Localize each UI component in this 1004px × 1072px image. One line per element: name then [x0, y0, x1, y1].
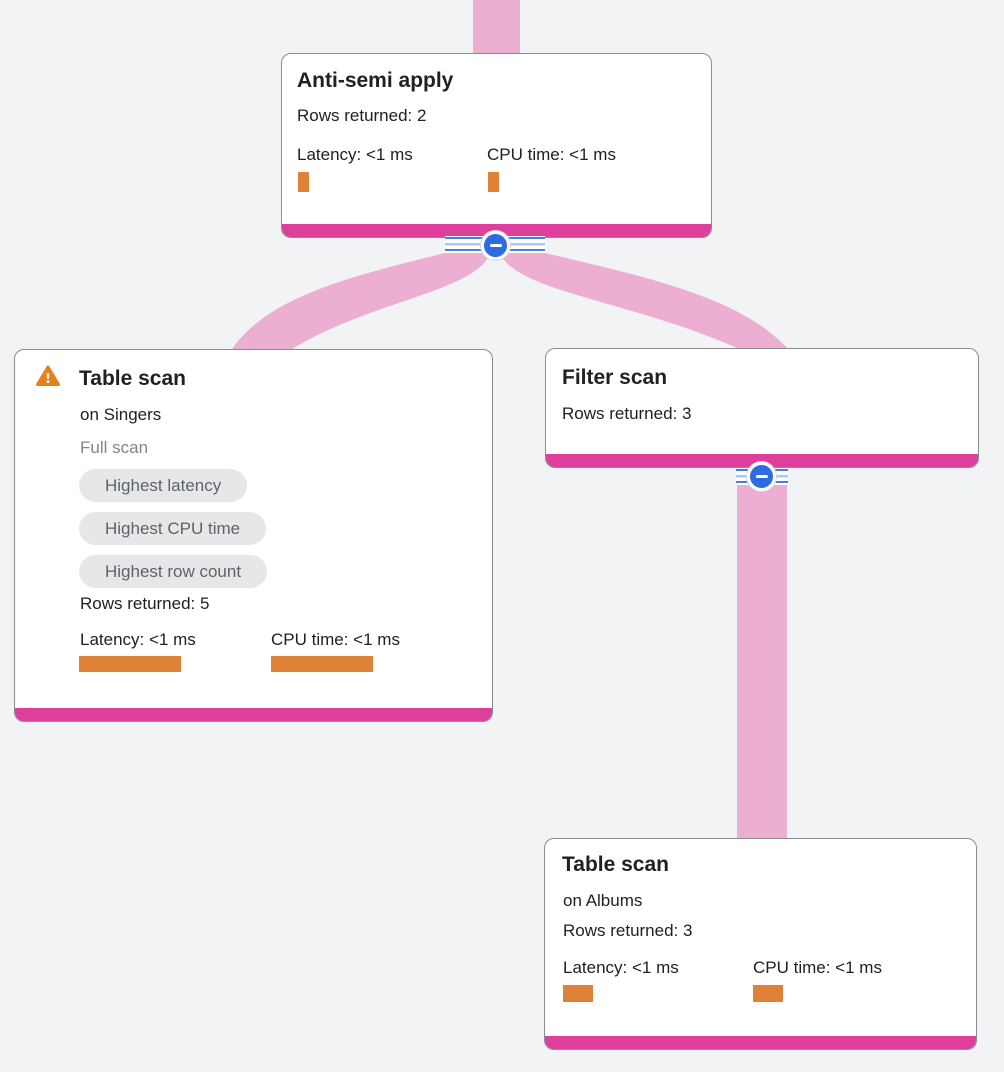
node-accent-bar	[545, 1036, 976, 1049]
cpu-time-bar	[271, 656, 373, 672]
edge-filter-scan-to-table-scan-albums	[737, 478, 787, 840]
rows-returned-label: Rows returned: 3	[562, 404, 692, 423]
node-accent-bar	[546, 454, 978, 467]
node-table-scan-albums[interactable]: Table scan on Albums Rows returned: 3 La…	[544, 838, 977, 1050]
rows-returned-label: Rows returned: 5	[80, 594, 210, 613]
node-table-scan-singers[interactable]: Table scan on Singers Full scan Highest …	[14, 349, 493, 722]
node-accent-bar	[15, 708, 492, 721]
edge-root-to-anti-semi-apply	[473, 0, 520, 55]
collapse-minus-icon	[489, 244, 502, 247]
collapse-button-filter-scan[interactable]	[747, 462, 776, 491]
latency-bar	[298, 172, 309, 192]
scan-target-label: on Singers	[80, 405, 162, 424]
cpu-time-label: CPU time: <1 ms	[487, 145, 616, 164]
cpu-time-label: CPU time: <1 ms	[271, 630, 400, 649]
collapse-minus-icon	[755, 475, 768, 478]
edge-anti-semi-apply-to-filter-scan	[499, 252, 787, 348]
scan-mode-label: Full scan	[80, 438, 149, 457]
node-title: Table scan	[79, 367, 186, 390]
node-title: Table scan	[562, 853, 669, 876]
badge-highest-latency: Highest latency	[79, 469, 248, 502]
scan-target-label: on Albums	[563, 891, 643, 910]
edge-anti-semi-apply-to-table-scan-singers	[232, 252, 491, 349]
badge-highest-cpu-time: Highest CPU time	[79, 512, 267, 545]
cpu-time-bar	[488, 172, 499, 192]
node-filter-scan[interactable]: Filter scan Rows returned: 3	[545, 348, 979, 468]
collapse-button-anti-semi-apply[interactable]	[481, 231, 510, 260]
rows-returned-label: Rows returned: 2	[297, 106, 427, 125]
cpu-time-bar	[753, 985, 783, 1002]
warning-icon[interactable]	[36, 365, 60, 387]
node-title: Anti-semi apply	[297, 69, 454, 92]
latency-label: Latency: <1 ms	[563, 958, 679, 977]
latency-bar	[563, 985, 593, 1002]
badge-highest-row-count: Highest row count	[79, 555, 268, 588]
latency-label: Latency: <1 ms	[80, 630, 196, 649]
node-title: Filter scan	[562, 366, 668, 389]
latency-label: Latency: <1 ms	[297, 145, 413, 164]
node-anti-semi-apply[interactable]: Anti-semi apply Rows returned: 2 Latency…	[281, 53, 712, 238]
cpu-time-label: CPU time: <1 ms	[753, 958, 882, 977]
latency-bar	[79, 656, 181, 672]
rows-returned-label: Rows returned: 3	[563, 921, 693, 940]
node-accent-bar	[282, 224, 711, 237]
